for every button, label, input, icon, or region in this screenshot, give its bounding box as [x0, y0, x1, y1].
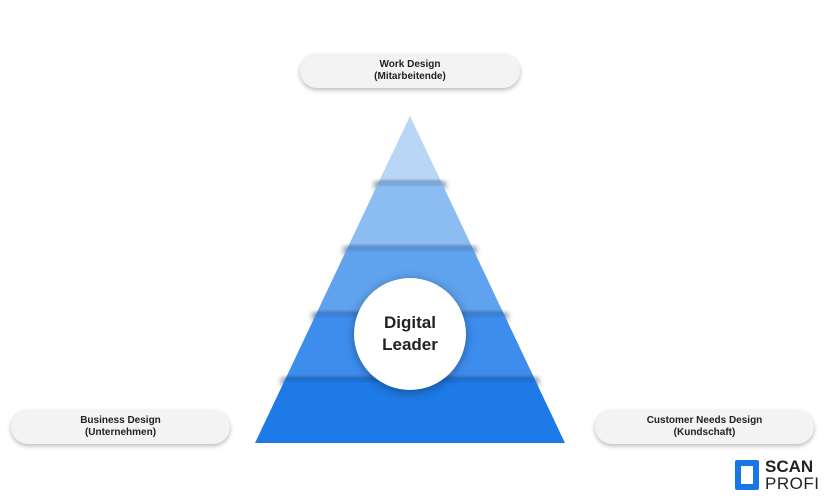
customer-needs-design-title: Customer Needs Design: [646, 415, 763, 426]
center-label-line1: Digital: [384, 313, 436, 332]
business-design-title: Business Design: [80, 415, 161, 426]
logo-mark-icon: [735, 460, 759, 490]
logo-text-line1: SCAN: [765, 457, 814, 476]
business-design-subtitle: (Unternehmen): [84, 427, 157, 438]
tier-divider: [345, 247, 475, 250]
digital-leader-circle: Digital Leader: [354, 278, 466, 390]
work-design-node: Work Design (Mitarbeitende): [300, 54, 520, 88]
center-label-line2: Leader: [382, 335, 438, 354]
customer-needs-design-node: Customer Needs Design (Kundschaft): [595, 410, 814, 444]
pyramid-tier-2: [347, 182, 473, 247]
tier-divider: [376, 182, 444, 185]
customer-needs-design-subtitle: (Kundschaft): [673, 427, 736, 438]
business-design-node: Business Design (Unternehmen): [11, 410, 230, 444]
logo-text-line2: PROFI: [765, 474, 820, 493]
work-design-title: Work Design: [379, 59, 441, 70]
pyramid-tier-1: [378, 116, 442, 182]
scanprofi-logo: SCAN PROFI: [735, 458, 821, 492]
pyramid-tier-5: [255, 378, 565, 443]
work-design-subtitle: (Mitarbeitende): [374, 71, 446, 82]
